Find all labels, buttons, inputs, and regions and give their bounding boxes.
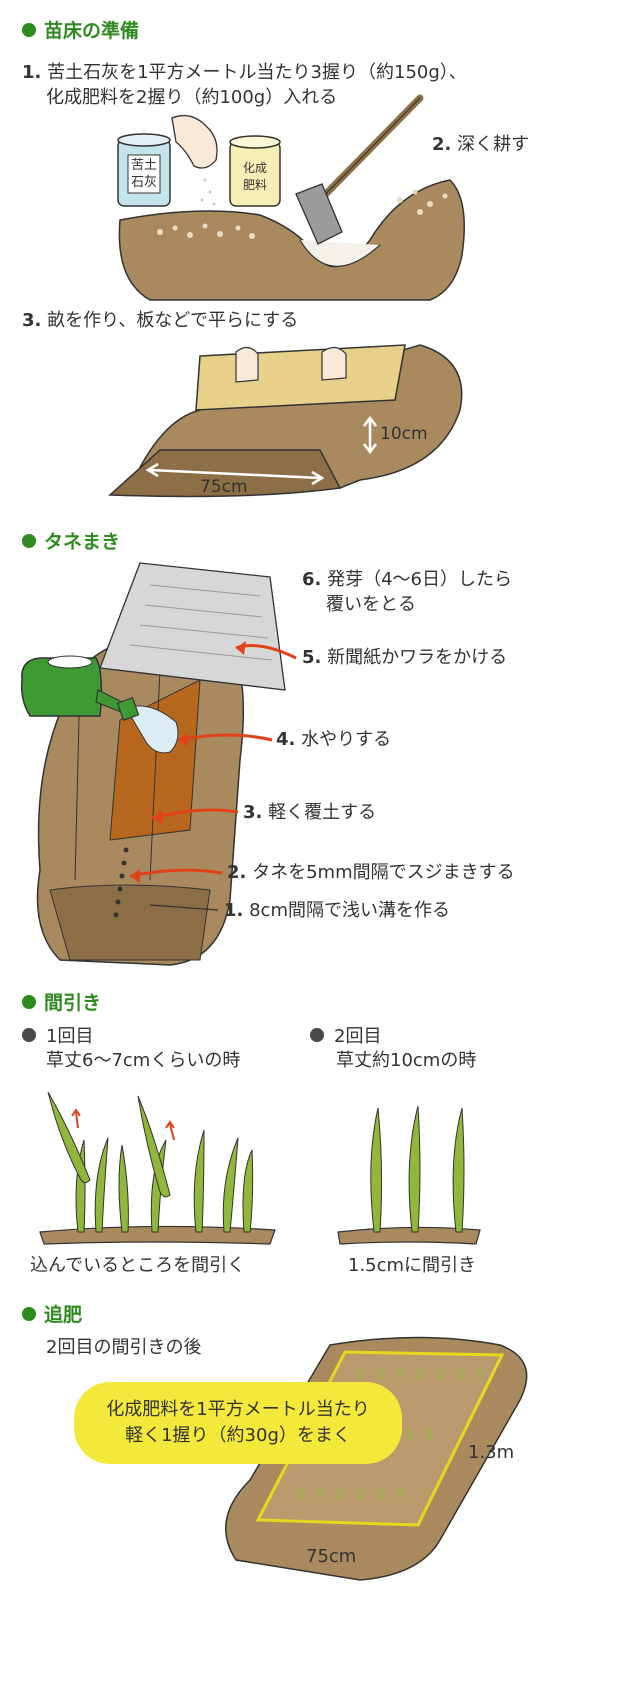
- fertilize-subtitle: 2回目の間引きの後: [46, 1337, 202, 1358]
- fertilizer-specks: [157, 189, 448, 239]
- step-text: タネを5mm間隔でスジまきする: [252, 862, 515, 883]
- sprout-icon: [75, 1129, 254, 1233]
- step-number: 2.: [432, 134, 452, 155]
- soil-mound: [118, 179, 466, 301]
- section-title-fertilize: 追肥: [22, 1300, 82, 1327]
- step-number: 1.: [22, 62, 42, 83]
- newspaper-cover: [99, 562, 286, 691]
- seed-dots: [113, 847, 129, 918]
- section-title-text: 間引き: [44, 992, 102, 1014]
- sowing-bed: [36, 632, 245, 966]
- arrow-step-5: [235, 644, 297, 660]
- step-text: 畝を作り、板などで平らにする: [47, 310, 299, 331]
- hand-icon: [235, 346, 259, 383]
- step-number: 4.: [276, 729, 296, 750]
- step-number: 1.: [224, 900, 244, 921]
- thinning-second-caption: 1.5cmに間引き: [348, 1255, 477, 1276]
- thinning-first-desc: 草丈6〜7cmくらいの時: [46, 1050, 241, 1071]
- step-1-continued: 化成肥料を2握り（約100g）入れる: [46, 87, 338, 108]
- covered-soil-strip: [109, 679, 201, 841]
- callout-line: 化成肥料を1平方メートル当たり: [106, 1399, 370, 1420]
- sowing-step-4: 4. 水やりする: [276, 727, 391, 752]
- step-text: 軽く覆土する: [268, 802, 377, 823]
- step-text: 発芽（4〜6日）したら: [327, 569, 513, 590]
- step-3: 3. 畝を作り、板などで平らにする: [22, 308, 298, 333]
- pointer-arrows: [129, 644, 297, 878]
- bullet-dot-icon: [22, 533, 36, 548]
- thinning-first-label: 1回目: [22, 1022, 93, 1048]
- arrow-step-2: [129, 868, 223, 878]
- thinning-round-text: 2回目: [334, 1026, 382, 1047]
- leveling-board: [195, 344, 406, 411]
- dim-label-height: 10cm: [380, 424, 428, 444]
- bullet-dot-icon: [310, 1028, 324, 1042]
- hand-icon: [171, 114, 218, 206]
- step-number: 2.: [227, 862, 247, 883]
- soil-furrow: [299, 239, 381, 267]
- water-splash: [125, 705, 179, 754]
- bullet-dot-icon: [22, 994, 36, 1009]
- thinning-second-desc: 草丈約10cmの時: [336, 1050, 477, 1071]
- watering-can-icon: [20, 655, 140, 721]
- step-number: 3.: [243, 802, 263, 823]
- section-title-thinning: 間引き: [22, 988, 101, 1015]
- bullet-dot-icon: [22, 1028, 36, 1042]
- bed-top: [128, 344, 463, 489]
- step-2: 2. 深く耕す: [432, 132, 529, 157]
- can-label-fertilizer: 化成肥料: [242, 161, 267, 192]
- sowing-step-1: 1. 8cm間隔で浅い溝を作る: [224, 898, 450, 923]
- bullet-dot-icon: [22, 22, 36, 37]
- pull-arrow-icon: [71, 1108, 175, 1141]
- thinning-first-caption: 込んでいるところを間引く: [30, 1255, 246, 1276]
- sowing-step-2: 2. タネを5mm間隔でスジまきする: [227, 860, 515, 885]
- bullet-dot-icon: [22, 1306, 36, 1321]
- step-text: 苦土石灰を1平方メートル当たり3握り（約150g）、: [47, 62, 467, 83]
- dim-label-width: 75cm: [306, 1546, 357, 1567]
- section-title-text: 追肥: [44, 1304, 83, 1326]
- hand-icon: [321, 346, 347, 381]
- section-title-sowing: タネまき: [22, 527, 120, 554]
- pulled-sprout-icon: [47, 1091, 171, 1198]
- callout-line: 軽く1握り（約30g）をまく: [125, 1425, 351, 1446]
- fertilize-instruction-callout: 化成肥料を1平方メートル当たり 軽く1握り（約30g）をまく: [74, 1382, 402, 1464]
- sprout-icon: [370, 1105, 465, 1233]
- step-number: 3.: [22, 310, 42, 331]
- dim-label-width: 75cm: [200, 477, 248, 497]
- sowing-step-6-continued: 覆いをとる: [326, 594, 416, 615]
- pointer-line-step-1: [149, 904, 219, 911]
- ground-strip-second: [337, 1226, 481, 1245]
- hoe-icon: [295, 94, 424, 245]
- arrow-step-4: [177, 733, 273, 742]
- sowing-step-6: 6. 発芽（4〜6日）したら: [302, 567, 512, 592]
- step-number: 5.: [302, 647, 322, 668]
- dim-label-side: 1.3m: [468, 1442, 515, 1463]
- ground-strip-first: [39, 1225, 276, 1245]
- step-1: 1. 苦土石灰を1平方メートル当たり3握り（約150g）、: [22, 60, 467, 85]
- section-title-text: 苗床の準備: [44, 20, 140, 42]
- section-title-text: タネまき: [44, 531, 121, 553]
- step-text: 深く耕す: [457, 134, 530, 155]
- thinning-second-label: 2回目: [310, 1022, 381, 1048]
- sowing-step-3: 3. 軽く覆土する: [243, 800, 376, 825]
- step-text: 新聞紙かワラをかける: [327, 647, 508, 668]
- sowing-step-5: 5. 新聞紙かワラをかける: [302, 645, 507, 670]
- arrow-step-3: [151, 808, 239, 820]
- thinning-round-text: 1回目: [46, 1026, 94, 1047]
- step-number: 6.: [302, 569, 322, 590]
- can-label-lime: 苦土石灰: [130, 158, 157, 190]
- step-text: 8cm間隔で浅い溝を作る: [249, 900, 450, 921]
- section-title-nursery: 苗床の準備: [22, 16, 139, 43]
- step-text: 水やりする: [301, 729, 392, 750]
